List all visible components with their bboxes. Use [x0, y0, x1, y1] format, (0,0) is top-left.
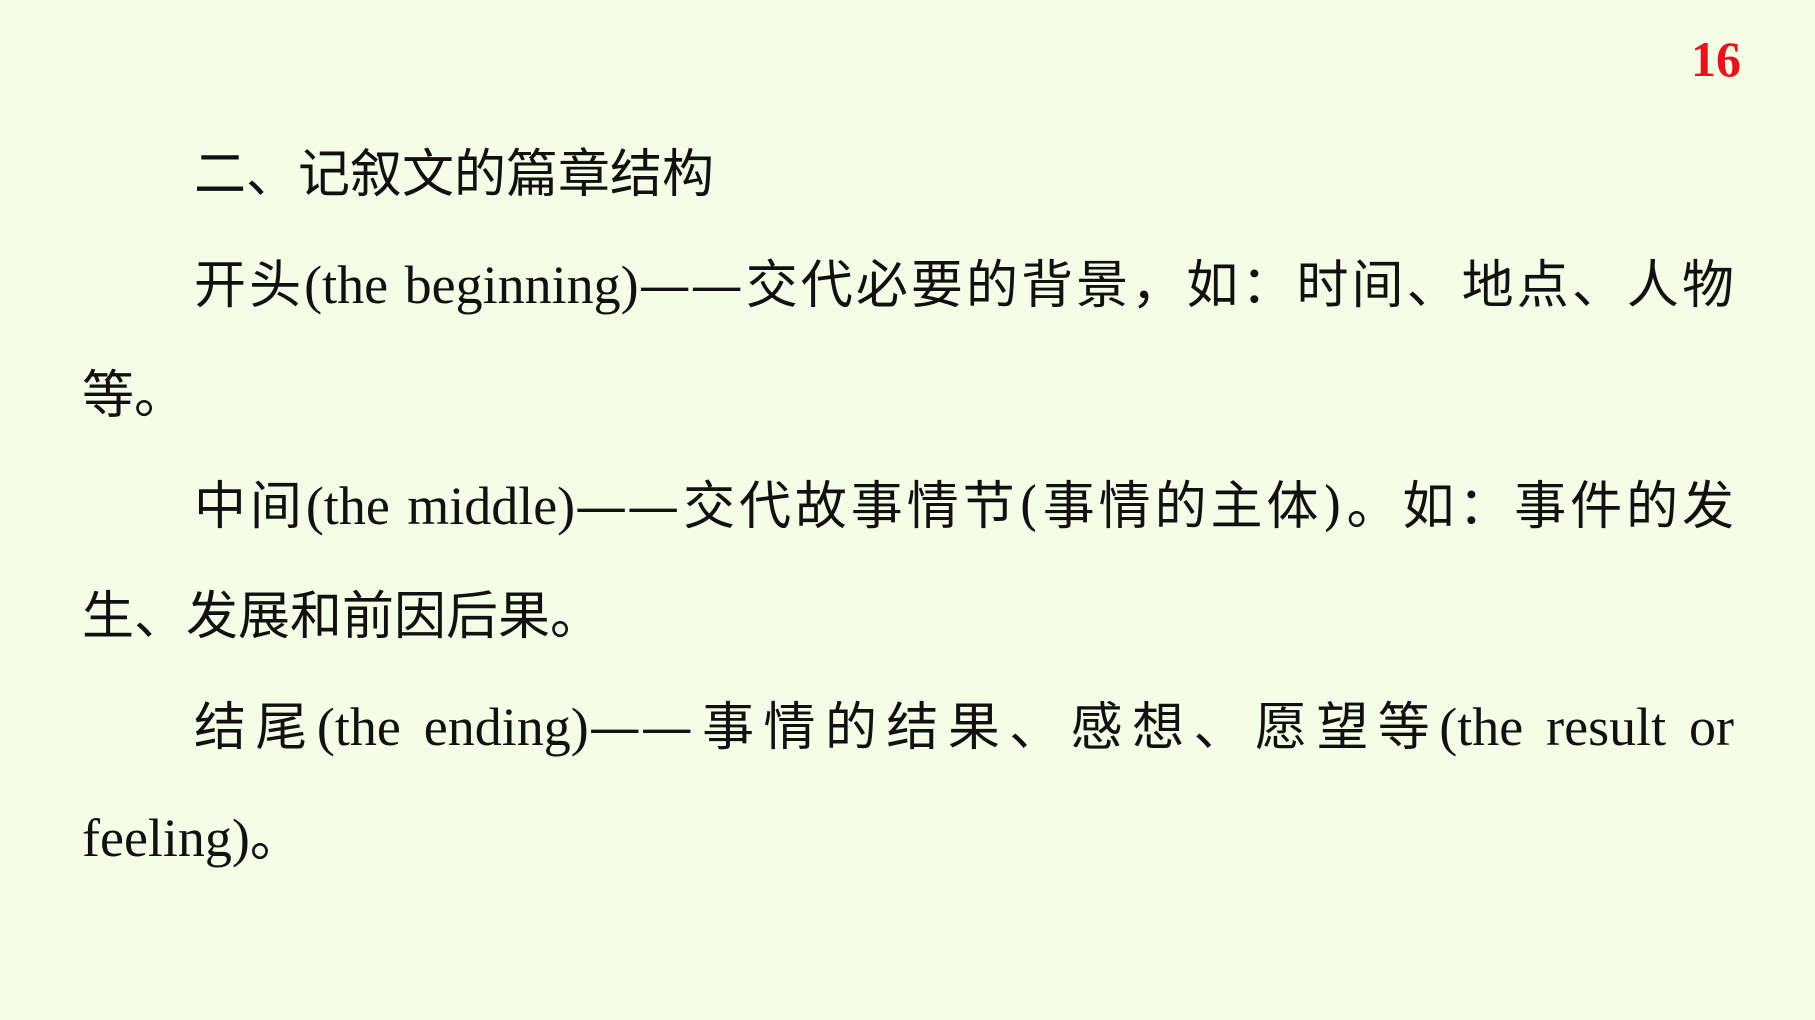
- english-term: (the ending): [316, 697, 589, 757]
- english-term: (the beginning): [304, 255, 639, 315]
- paragraph-middle: 中间(the middle)——交代故事情节(事情的主体)。如：事件的发生、发展…: [82, 451, 1734, 672]
- paragraph-lead: 中间: [194, 477, 306, 537]
- page-number: 16: [1691, 31, 1741, 87]
- paragraph-ending: 结尾(the ending)——事情的结果、感想、愿望等(the result …: [82, 672, 1734, 894]
- paragraph-body: 交代必要的背景，如：时间、地点、人物等。: [82, 256, 1734, 426]
- english-term-tail: (the result or feeling): [82, 697, 1734, 868]
- paragraph-beginning: 开头(the beginning)——交代必要的背景，如：时间、地点、人物等。: [82, 230, 1734, 451]
- em-dash: ——: [575, 477, 680, 537]
- paragraph-tail: 。: [249, 809, 302, 869]
- english-term: (the middle): [305, 476, 576, 536]
- paragraph-body: 事情的结果、感想、愿望等: [692, 698, 1440, 758]
- paragraph-lead: 结尾: [194, 698, 317, 758]
- em-dash: ——: [638, 256, 743, 316]
- paragraph-body: 交代故事情节(事情的主体)。如：事件的发生、发展和前因后果。: [82, 477, 1734, 647]
- em-dash: ——: [588, 698, 693, 758]
- paragraph-lead: 开头: [194, 256, 305, 316]
- section-heading: 二、记叙文的篇章结构: [194, 145, 715, 205]
- slide-content: 二、记叙文的篇章结构 开头(the beginning)——交代必要的背景，如：…: [82, 120, 1734, 894]
